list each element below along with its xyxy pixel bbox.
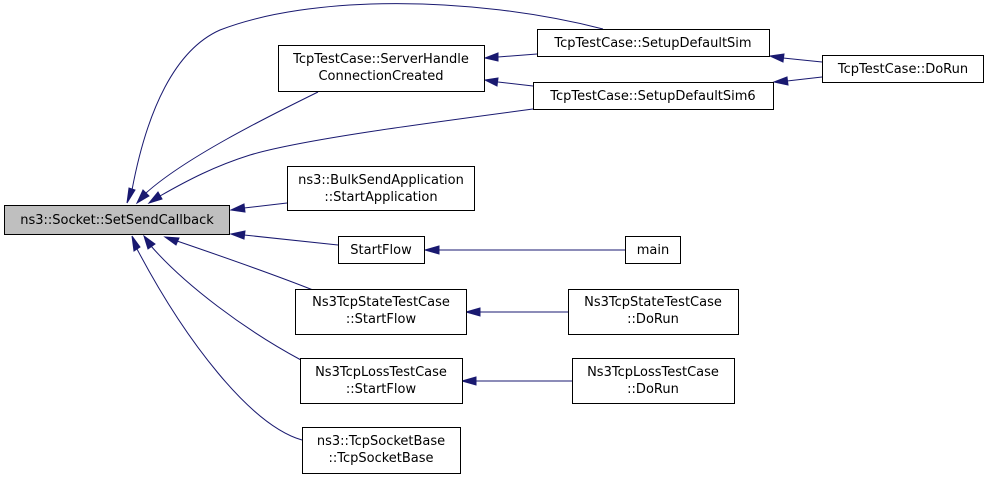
node-start-flow[interactable]: StartFlow xyxy=(338,236,425,264)
edge-arrowhead xyxy=(483,77,499,87)
node-start-flow-label: StartFlow xyxy=(350,243,412,258)
node-tcp-socket-base[interactable]: ns3::TcpSocketBase ::TcpSocketBase xyxy=(302,427,461,474)
node-server-handle[interactable]: TcpTestCase::ServerHandle ConnectionCrea… xyxy=(278,45,485,92)
edge-setup-default-sim-to-server-handle xyxy=(497,53,538,58)
edge-start-flow-to-root xyxy=(243,234,339,246)
edge-arrowhead xyxy=(423,245,440,255)
node-tcp-do-run[interactable]: TcpTestCase::DoRun xyxy=(822,55,984,83)
node-state-do-run-label-line1: Ns3TcpStateTestCase xyxy=(584,295,722,310)
node-bulk-send[interactable]: ns3::BulkSendApplication ::StartApplicat… xyxy=(287,166,475,211)
node-server-handle-label-line2: ConnectionCreated xyxy=(318,69,443,84)
edge-arrowhead xyxy=(483,52,499,62)
node-setup-default-sim6-label: TcpTestCase::SetupDefaultSim6 xyxy=(549,89,755,104)
edges-layer xyxy=(126,3,823,441)
edge-arrowhead xyxy=(772,76,789,86)
node-setup-default-sim[interactable]: TcpTestCase::SetupDefaultSim xyxy=(537,29,770,57)
edge-arrowhead xyxy=(768,53,785,63)
edge-arrowhead xyxy=(464,307,481,317)
edge-arrowhead xyxy=(131,235,141,252)
edge-setup-default-sim6-to-root xyxy=(159,108,534,197)
node-state-start-flow-label-line2: ::StartFlow xyxy=(346,312,417,327)
node-loss-do-run-label-line1: Ns3TcpLossTestCase xyxy=(587,365,719,380)
node-state-do-run[interactable]: Ns3TcpStateTestCase ::DoRun xyxy=(568,289,739,335)
edge-setup-default-sim6-to-server-handle xyxy=(497,81,534,87)
node-bulk-send-label-line2: ::StartApplication xyxy=(324,190,437,205)
edge-arrowhead xyxy=(163,236,180,246)
node-tcp-socket-base-label-line2: ::TcpSocketBase xyxy=(328,451,433,466)
nodes-layer: ns3::Socket::SetSendCallback TcpTestCase… xyxy=(4,29,984,474)
node-loss-start-flow-label-line1: Ns3TcpLossTestCase xyxy=(315,365,447,380)
node-setup-default-sim6[interactable]: TcpTestCase::SetupDefaultSim6 xyxy=(533,82,774,110)
node-main[interactable]: main xyxy=(625,236,681,264)
node-state-start-flow[interactable]: Ns3TcpStateTestCase ::StartFlow xyxy=(295,289,467,335)
edge-do-run-to-setup-default-sim xyxy=(782,57,823,63)
node-state-start-flow-label-line1: Ns3TcpStateTestCase xyxy=(312,295,450,310)
node-loss-start-flow-label-line2: ::StartFlow xyxy=(346,382,417,397)
edge-arrowhead xyxy=(229,203,246,213)
edge-arrowhead xyxy=(147,191,163,204)
node-tcp-do-run-label: TcpTestCase::DoRun xyxy=(837,62,968,77)
edge-arrowhead xyxy=(229,230,246,240)
node-root-label: ns3::Socket::SetSendCallback xyxy=(20,213,214,228)
node-bulk-send-label-line1: ns3::BulkSendApplication xyxy=(298,173,464,188)
node-tcp-socket-base-label-line1: ns3::TcpSocketBase xyxy=(317,434,445,449)
edge-loss-start-flow-to-root xyxy=(150,245,302,361)
edge-tcp-socket-base-to-root xyxy=(136,248,303,441)
edge-bulk-send-to-root xyxy=(243,202,288,209)
node-main-label: main xyxy=(637,243,669,258)
edge-state-start-flow-to-root xyxy=(176,240,314,291)
node-loss-do-run[interactable]: Ns3TcpLossTestCase ::DoRun xyxy=(572,358,735,404)
edge-arrowhead xyxy=(126,187,136,204)
node-setup-default-sim-label: TcpTestCase::SetupDefaultSim xyxy=(553,36,751,51)
node-loss-start-flow[interactable]: Ns3TcpLossTestCase ::StartFlow xyxy=(300,358,463,404)
edge-server-handle-to-root xyxy=(145,91,319,194)
edge-arrowhead xyxy=(135,189,150,205)
node-state-do-run-label-line2: ::DoRun xyxy=(627,312,679,327)
edge-do-run-to-setup-default-sim6 xyxy=(786,76,823,82)
node-server-handle-label-line1: TcpTestCase::ServerHandle xyxy=(292,52,469,67)
edge-arrowhead xyxy=(460,376,477,386)
edge-arrowhead xyxy=(143,234,156,250)
edge-setup-default-sim-to-root xyxy=(131,3,604,191)
node-root[interactable]: ns3::Socket::SetSendCallback xyxy=(4,205,230,235)
node-loss-do-run-label-line2: ::DoRun xyxy=(627,382,679,397)
